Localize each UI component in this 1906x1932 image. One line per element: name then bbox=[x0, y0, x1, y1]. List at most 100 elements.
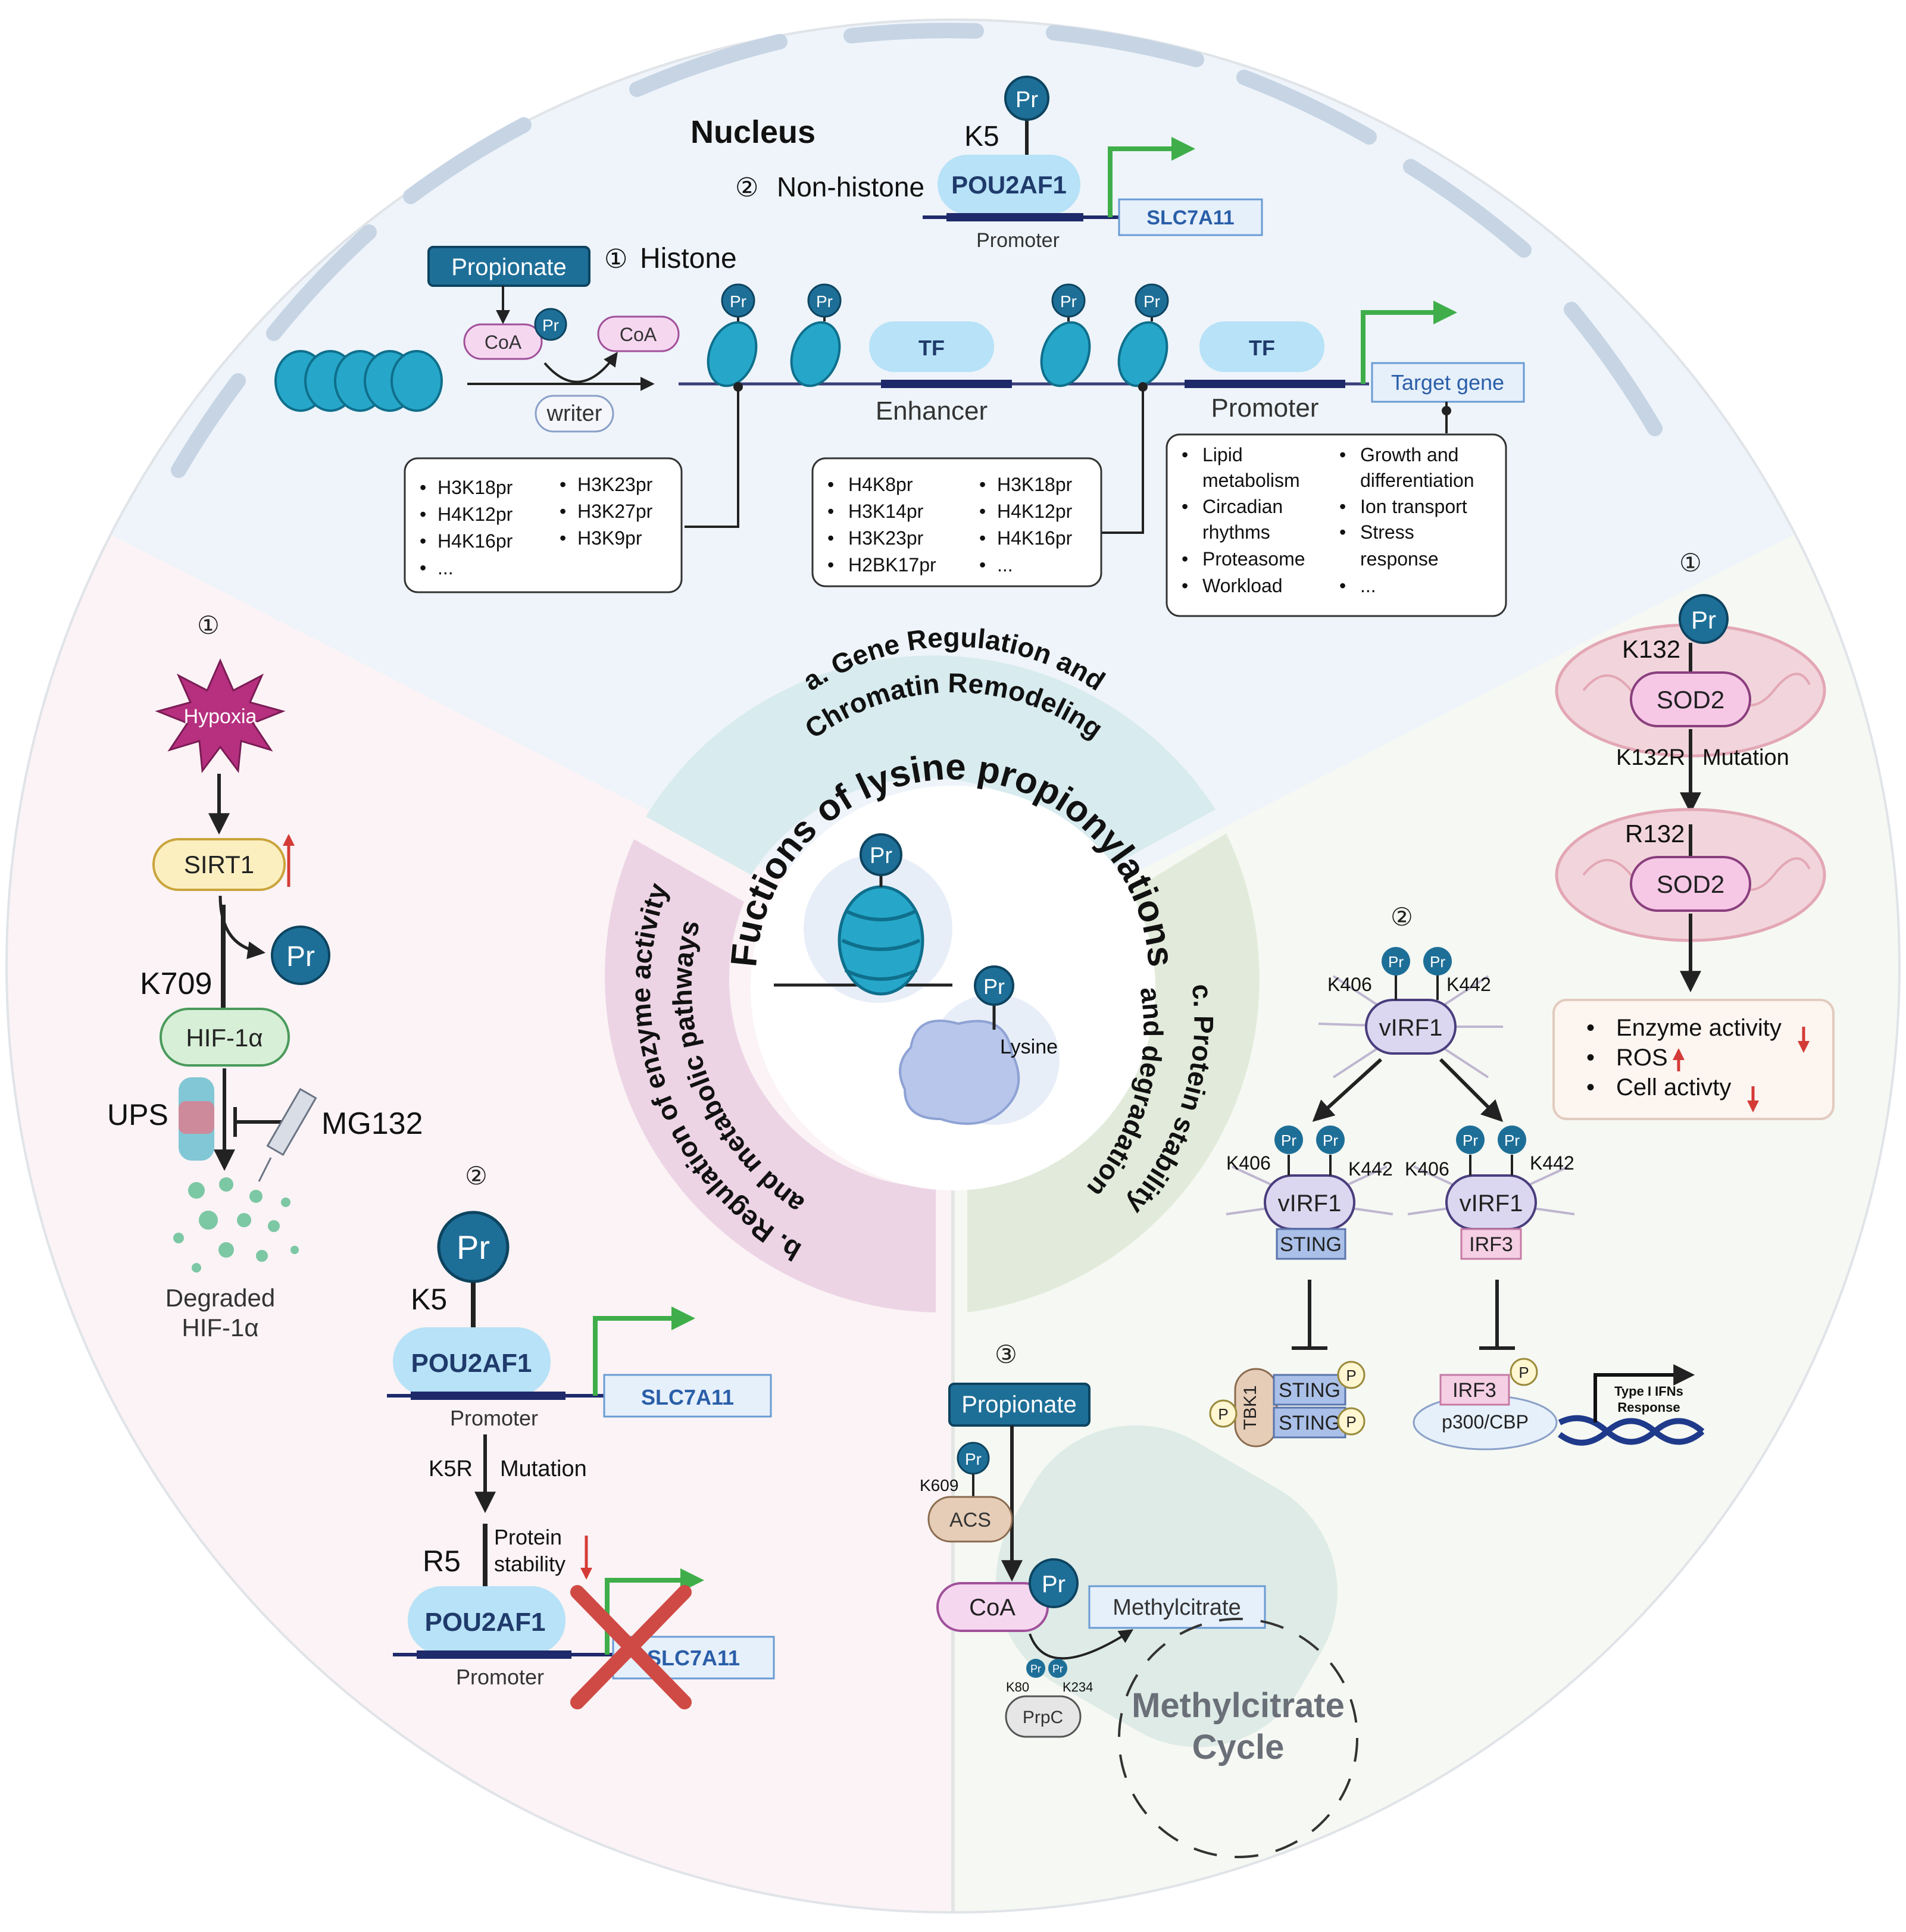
irf3-label-virf1: IRF3 bbox=[1469, 1233, 1513, 1256]
k406-label-top: K406 bbox=[1327, 974, 1372, 995]
svg-text:•: • bbox=[1182, 444, 1188, 465]
svg-text:Growth and: Growth and bbox=[1360, 444, 1458, 465]
pr-badge-left2: Pr bbox=[457, 1228, 490, 1266]
svg-text:•: • bbox=[827, 554, 834, 576]
sod2-effects-box bbox=[1552, 999, 1835, 1120]
nucleosomes bbox=[707, 321, 1168, 387]
num-2-nucleus: ② bbox=[735, 173, 758, 202]
p-badge-4: P bbox=[1518, 1364, 1529, 1381]
svg-text:H4K16pr: H4K16pr bbox=[997, 527, 1073, 549]
pr-badge-sod2: Pr bbox=[1691, 606, 1716, 634]
writer-label: writer bbox=[546, 401, 602, 426]
pou2af1-label-left-mut: POU2AF1 bbox=[425, 1608, 546, 1637]
svg-text:•: • bbox=[979, 527, 986, 549]
pr-badge-n2: Pr bbox=[816, 292, 833, 311]
slc7a11-label-nucleus: SLC7A11 bbox=[1146, 207, 1234, 229]
pr-badge-coa-bottom: Pr bbox=[1042, 1571, 1066, 1598]
mutation-label-left: Mutation bbox=[500, 1456, 587, 1481]
pou2af1-left bbox=[393, 1327, 551, 1396]
svg-text:•: • bbox=[827, 501, 834, 522]
tf-label-1: TF bbox=[918, 336, 945, 360]
box3-col1: •Lipid metabolism •Circadian rhythms •Pr… bbox=[1182, 444, 1305, 596]
svg-text:metabolism: metabolism bbox=[1202, 470, 1300, 491]
sod2-label-2: SOD2 bbox=[1657, 870, 1724, 898]
virf1-label-irf3: vIRF1 bbox=[1460, 1190, 1523, 1217]
tf-enhancer bbox=[869, 321, 994, 372]
virf1-label-top: vIRF1 bbox=[1379, 1015, 1443, 1041]
box2-col2: •H3K18pr •H4K12pr •H4K16pr •... bbox=[979, 474, 1073, 576]
pr-badge-coa: Pr bbox=[542, 316, 559, 334]
acs-box bbox=[927, 1496, 1013, 1543]
promoter-label-nucleus: Promoter bbox=[976, 229, 1060, 252]
num-3-bottom: ③ bbox=[995, 1340, 1017, 1368]
syringe-icon bbox=[258, 1087, 317, 1182]
tbk1-sting-complex: TBK1 STING STING P P P bbox=[1209, 1361, 1366, 1448]
svg-text:•: • bbox=[979, 501, 986, 522]
box2-col1: •H4K8pr •H3K14pr •H3K23pr •H2BK17pr bbox=[827, 474, 936, 576]
r5-label: R5 bbox=[423, 1545, 461, 1578]
promoter-label-left: Promoter bbox=[450, 1406, 538, 1430]
svg-text:•: • bbox=[420, 557, 426, 579]
pr-badge-n1: Pr bbox=[730, 292, 746, 311]
coa-label-2: CoA bbox=[620, 324, 657, 345]
svg-text:•: • bbox=[1339, 496, 1346, 517]
propionate-label-nucleus: Propionate bbox=[451, 254, 566, 280]
slc7a11-label-left-mut: SLC7A11 bbox=[647, 1646, 740, 1670]
pr-badge-sirt1: Pr bbox=[286, 941, 315, 973]
svg-text:differentiation: differentiation bbox=[1360, 470, 1474, 491]
propionate-box-nucleus bbox=[427, 246, 590, 287]
num-2-right: ② bbox=[1391, 903, 1413, 931]
center-pr-label-2: Pr bbox=[983, 974, 1005, 999]
sod2-effects-list: •Enzyme activity •ROS •Cell activty bbox=[1586, 1015, 1782, 1101]
p-badge-2: P bbox=[1346, 1413, 1356, 1431]
prpc-label: PrpC bbox=[1023, 1708, 1063, 1727]
prpc-box bbox=[1005, 1695, 1082, 1738]
svg-text:...: ... bbox=[438, 557, 454, 579]
cycle-circle bbox=[1118, 1618, 1358, 1858]
svg-text:H4K8pr: H4K8pr bbox=[848, 474, 913, 495]
num-1-right: ① bbox=[1679, 549, 1702, 577]
virf1-irf3: vIRF1 Pr Pr K406 K442 IRF3 bbox=[1405, 1126, 1575, 1260]
k80-label: K80 bbox=[1006, 1680, 1029, 1695]
ifn-label-2: Response bbox=[1617, 1400, 1680, 1415]
irf3-p300-complex: p300/CBP IRF3 P Type I IFNs Response bbox=[1413, 1358, 1705, 1450]
propionate-box-bottom bbox=[948, 1383, 1091, 1427]
svg-text:H3K18pr: H3K18pr bbox=[997, 474, 1073, 495]
pr-badge-sting-b: Pr bbox=[1323, 1131, 1338, 1149]
target-gene-box bbox=[1371, 362, 1525, 403]
k5r-label: K5R bbox=[429, 1456, 473, 1481]
methylcitrate-label: Methylcitrate bbox=[1113, 1595, 1241, 1620]
pr-badge-n4: Pr bbox=[1143, 292, 1160, 311]
ifn-label-1: Type I IFNs bbox=[1614, 1384, 1683, 1399]
segment-b bbox=[605, 839, 936, 1312]
sod2-box-1 bbox=[1630, 671, 1751, 727]
tf-promoter bbox=[1199, 321, 1324, 372]
svg-text:•: • bbox=[827, 474, 834, 495]
svg-text:•: • bbox=[1586, 1045, 1595, 1071]
hypoxia-star bbox=[155, 658, 286, 773]
pr-badge-virf1-b: Pr bbox=[1430, 953, 1445, 971]
target-functions-box bbox=[1166, 433, 1507, 617]
svg-text:Workload: Workload bbox=[1202, 575, 1283, 596]
outer-circle bbox=[5, 18, 1901, 1914]
p-badge-1: P bbox=[1346, 1367, 1356, 1384]
protein-stability-label-1: Protein bbox=[494, 1525, 562, 1549]
k442-label-sting: K442 bbox=[1348, 1158, 1393, 1180]
k406-label-sting: K406 bbox=[1226, 1152, 1271, 1174]
pr-badge-irf3-a: Pr bbox=[1463, 1131, 1478, 1149]
pou2af1-nucleus bbox=[938, 155, 1080, 214]
pou2af1-left-mut bbox=[408, 1586, 565, 1655]
degraded-fragments bbox=[173, 1177, 299, 1273]
k442-label-irf3: K442 bbox=[1530, 1152, 1574, 1174]
slc7a11-box-nucleus bbox=[1118, 198, 1263, 236]
r132-label: R132 bbox=[1625, 820, 1685, 848]
svg-text:•: • bbox=[979, 554, 986, 576]
k132r-label: K132R bbox=[1616, 745, 1685, 770]
pr-badge-irf3-b: Pr bbox=[1504, 1131, 1520, 1149]
svg-text:Proteasome: Proteasome bbox=[1202, 548, 1305, 570]
svg-text:...: ... bbox=[997, 554, 1013, 576]
hif-label: HIF-1α bbox=[186, 1024, 263, 1052]
center-nucleosome-icon: Pr bbox=[774, 833, 952, 996]
acs-label: ACS bbox=[949, 1509, 991, 1531]
svg-text:Ion transport: Ion transport bbox=[1360, 496, 1467, 517]
